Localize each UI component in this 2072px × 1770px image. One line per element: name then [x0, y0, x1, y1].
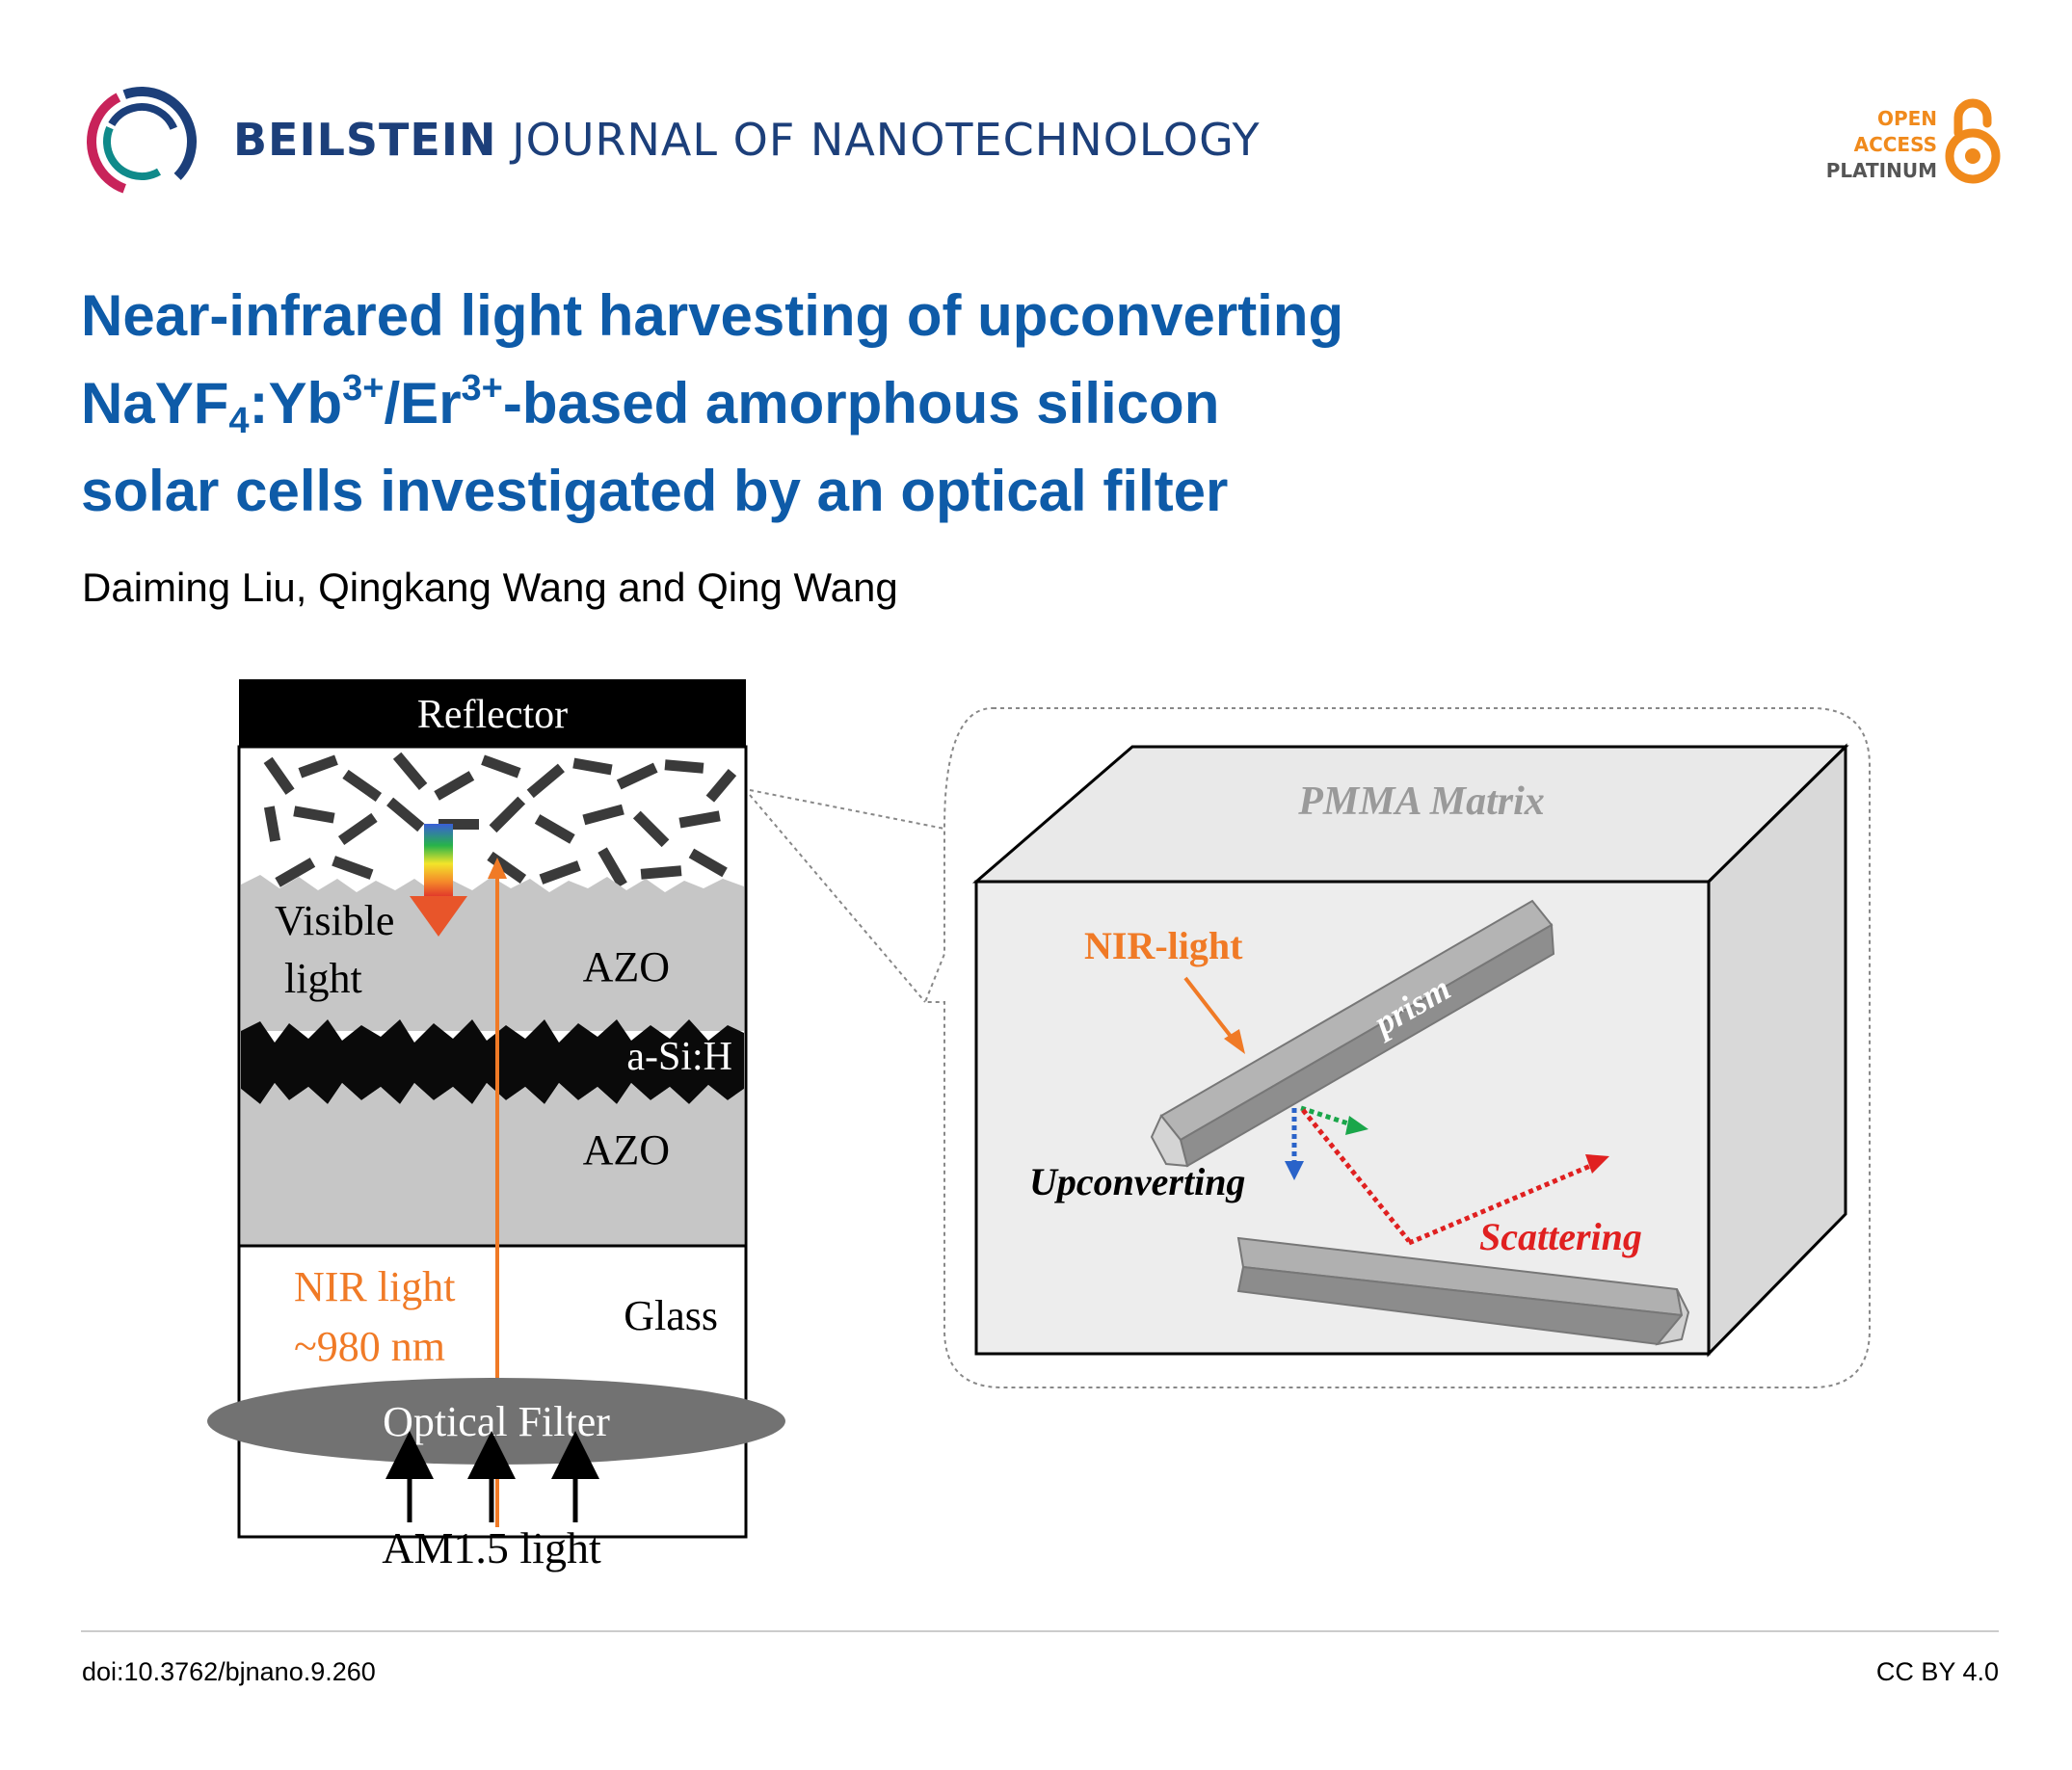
nanorod	[526, 763, 565, 799]
asih-label: a-Si:H	[626, 1035, 732, 1079]
journal-name-bold: BEILSTEIN	[233, 114, 497, 166]
oa-open-text: OPEN	[1876, 107, 1937, 130]
open-access-lock-icon	[1945, 98, 2001, 184]
title-line-3: solar cells investigated by an optical f…	[81, 459, 1229, 523]
nanorod	[298, 754, 338, 779]
nir-incident-arrow	[1183, 976, 1237, 1044]
pmma-box: PMMA Matrix prism NIR-light Upconverting…	[971, 743, 1849, 1358]
title-nayf: NaYF	[81, 371, 229, 436]
upconverting-blue-arrowhead	[1285, 1161, 1304, 1180]
scattering-red-arrowhead	[1585, 1154, 1609, 1174]
scattering-red-arrow-out	[1408, 1161, 1596, 1246]
callout-bubble	[923, 707, 1871, 1388]
pmma-label: PMMA Matrix	[1297, 779, 1545, 824]
beilstein-logo	[87, 87, 197, 197]
scattering-red-arrow-in	[1301, 1108, 1411, 1243]
graphical-abstract-figure: Reflector	[207, 679, 1871, 1572]
azo-bottom-layer	[241, 1083, 744, 1246]
nanorod	[263, 806, 281, 842]
nir-label-1: NIR light	[294, 1263, 455, 1310]
nanorod	[534, 814, 575, 844]
nanorod	[688, 848, 728, 878]
callout-line-top	[749, 789, 945, 830]
journal-name: BEILSTEIN JOURNAL OF NANOTECHNOLOGY	[233, 114, 1261, 166]
visible-label-2: light	[284, 955, 362, 1002]
nanorod	[386, 797, 425, 832]
title-yb: :Yb	[249, 371, 343, 436]
optical-filter-label: Optical Filter	[383, 1398, 610, 1445]
title-sub-4: 4	[228, 401, 250, 441]
title-line-2: NaYF4:Yb3+/Er3+-based amorphous silicon	[81, 359, 1719, 447]
nir-light-label: NIR-light	[1084, 924, 1243, 967]
reflector-layer	[239, 679, 746, 747]
azo-top-layer	[241, 875, 744, 1031]
optical-filter	[207, 1378, 785, 1465]
title-rest: -based amorphous silicon	[502, 371, 1220, 436]
am15-label: AM1.5 light	[382, 1523, 601, 1572]
a-si-h-layer	[241, 1019, 744, 1104]
prism-rod	[1150, 899, 1555, 1168]
nanorod	[392, 752, 428, 790]
visible-light-arrow-shaft	[424, 824, 453, 896]
visible-label-1: Visible	[275, 897, 394, 944]
doi-text: doi:10.3762/bjnano.9.260	[82, 1657, 376, 1686]
prism-rod-end	[1150, 1114, 1189, 1168]
nanorod-layer	[263, 752, 737, 888]
license-text: CC BY 4.0	[1875, 1657, 1999, 1686]
glass-label: Glass	[624, 1292, 718, 1339]
title-line-1: Near-infrared light harvesting of upconv…	[81, 283, 1344, 348]
upconverting-green-arrow	[1300, 1105, 1355, 1128]
title-er: /Er	[384, 371, 462, 436]
reflector-label: Reflector	[417, 693, 568, 737]
nanorod	[438, 819, 479, 830]
nanorod	[481, 754, 521, 779]
nanorod	[678, 810, 721, 829]
nanorod	[293, 806, 335, 824]
journal-name-rest: JOURNAL OF NANOTECHNOLOGY	[512, 114, 1261, 166]
nir-label-2: ~980 nm	[294, 1323, 445, 1370]
open-access-label: OPEN ACCESS PLATINUM	[1793, 106, 1937, 184]
upconverting-green-arrowhead	[1345, 1116, 1368, 1135]
nanorod	[342, 769, 383, 802]
visible-light-arrow-head	[410, 896, 467, 937]
scattering-label: Scattering	[1479, 1215, 1642, 1258]
upconverting-label: Upconverting	[1029, 1160, 1245, 1203]
title-sup-yb: 3+	[342, 368, 385, 409]
nanorod	[582, 804, 624, 826]
scattering-rod	[1236, 1236, 1690, 1346]
azo-bottom-label: AZO	[583, 1126, 670, 1174]
oa-platinum-text: PLATINUM	[1825, 159, 1937, 182]
authors: Daiming Liu, Qingkang Wang and Qing Wang	[82, 565, 898, 610]
nanorod	[616, 762, 658, 790]
callout-line-bottom	[749, 794, 926, 1003]
nanorod	[275, 858, 316, 887]
nanorod	[632, 810, 670, 848]
azo-top-label: AZO	[583, 943, 670, 991]
footer-divider	[81, 1630, 1999, 1632]
oa-access-text: ACCESS	[1853, 133, 1937, 156]
nanorod	[705, 768, 737, 803]
nanorod	[489, 796, 526, 833]
nanorod	[640, 865, 682, 880]
nanorod	[332, 856, 374, 880]
nanorod	[598, 847, 627, 888]
scatter-rod-end	[1655, 1288, 1690, 1346]
nanorod	[664, 759, 704, 774]
nanorod	[434, 771, 475, 801]
article-title: Near-infrared light harvesting of upconv…	[81, 272, 1719, 535]
title-sup-er: 3+	[461, 368, 503, 409]
nanorod	[572, 757, 613, 776]
nir-beam-arrowhead	[488, 858, 507, 879]
nanorod	[539, 860, 581, 885]
device-stack: Reflector	[207, 679, 785, 1572]
nanorod	[337, 812, 378, 845]
nanorod	[263, 756, 295, 795]
nir-incident-arrowhead	[1224, 1029, 1245, 1054]
